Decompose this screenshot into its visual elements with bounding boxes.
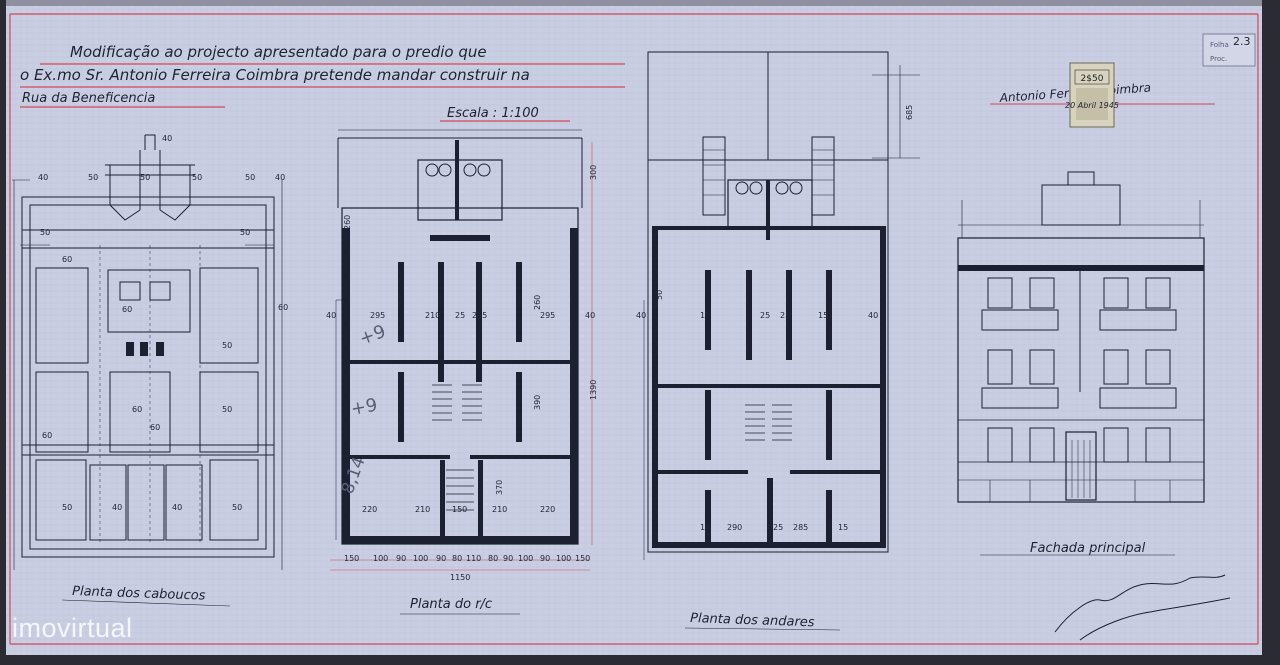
svg-text:25: 25 xyxy=(760,311,770,320)
stamp-value: 2$50 xyxy=(1081,74,1104,84)
svg-text:60: 60 xyxy=(42,431,52,440)
svg-text:40: 40 xyxy=(636,311,646,320)
svg-text:25: 25 xyxy=(780,311,790,320)
svg-text:260: 260 xyxy=(533,295,542,310)
svg-text:50: 50 xyxy=(40,228,50,237)
svg-text:40: 40 xyxy=(38,173,48,182)
svg-text:40: 40 xyxy=(162,134,172,143)
caption-upper-floors: Planta dos andares xyxy=(690,611,815,630)
svg-text:370: 370 xyxy=(495,480,504,495)
svg-text:100: 100 xyxy=(556,554,571,563)
svg-text:215: 215 xyxy=(472,311,487,320)
svg-text:50: 50 xyxy=(655,290,664,300)
stamp-date: 20 Abril 1945 xyxy=(1065,101,1119,110)
header-line-1: Modificação ao projecto apresentado para… xyxy=(70,43,487,61)
svg-text:60: 60 xyxy=(122,305,132,314)
svg-text:90: 90 xyxy=(396,554,406,563)
svg-text:1150: 1150 xyxy=(450,573,470,582)
svg-text:210: 210 xyxy=(425,311,440,320)
svg-text:300: 300 xyxy=(589,165,598,180)
svg-text:290: 290 xyxy=(727,523,742,532)
svg-text:25: 25 xyxy=(455,311,465,320)
svg-text:90: 90 xyxy=(436,554,446,563)
svg-text:15: 15 xyxy=(818,311,828,320)
svg-text:60: 60 xyxy=(150,423,160,432)
svg-text:15: 15 xyxy=(700,311,710,320)
main-facade: Fachada principal xyxy=(957,171,1205,556)
ground-floor-plan: 150 100 90 100 90 80 110 80 90 100 90 10… xyxy=(326,129,598,615)
svg-text:50: 50 xyxy=(88,173,98,182)
foundation-plan: 40 50 50 50 50 40 40 50 50 60 60 60 50 6… xyxy=(12,134,288,607)
sheet-number-box: Folha 2.3 Proc. xyxy=(1202,33,1256,67)
svg-text:50: 50 xyxy=(222,341,232,350)
svg-text:210: 210 xyxy=(492,505,507,514)
svg-text:40: 40 xyxy=(112,503,122,512)
svg-text:15: 15 xyxy=(838,523,848,532)
svg-text:60: 60 xyxy=(62,255,72,264)
svg-text:40: 40 xyxy=(326,311,336,320)
sheet-label: Folha xyxy=(1210,41,1229,49)
svg-text:60: 60 xyxy=(132,405,142,414)
header-line-2: o Ex.mo Sr. Antonio Ferreira Coimbra pre… xyxy=(20,66,530,84)
svg-text:25: 25 xyxy=(773,523,783,532)
svg-text:40: 40 xyxy=(275,173,285,182)
svg-text:50: 50 xyxy=(192,173,202,182)
svg-text:50: 50 xyxy=(222,405,232,414)
svg-text:90: 90 xyxy=(540,554,550,563)
svg-text:80: 80 xyxy=(452,554,462,563)
svg-text:90: 90 xyxy=(503,554,513,563)
svg-text:100: 100 xyxy=(413,554,428,563)
caption-ground-plan: Planta do r/c xyxy=(410,597,492,612)
svg-text:285: 285 xyxy=(793,523,808,532)
svg-text:110: 110 xyxy=(466,554,481,563)
svg-text:150: 150 xyxy=(452,505,467,514)
svg-text:50: 50 xyxy=(245,173,255,182)
svg-text:40: 40 xyxy=(172,503,182,512)
svg-text:50: 50 xyxy=(232,503,242,512)
caption-main-facade: Fachada principal xyxy=(1030,541,1146,556)
svg-text:220: 220 xyxy=(540,505,555,514)
svg-text:685: 685 xyxy=(905,105,914,120)
pencil-note-2: +9 xyxy=(349,395,379,420)
svg-text:50: 50 xyxy=(240,228,250,237)
svg-text:260: 260 xyxy=(343,215,352,230)
svg-text:295: 295 xyxy=(540,311,555,320)
sheet-sub: Proc. xyxy=(1210,55,1227,63)
architect-signature xyxy=(1054,574,1231,641)
svg-text:210: 210 xyxy=(415,505,430,514)
scale-label: Escala : 1:100 xyxy=(447,106,539,121)
svg-text:150: 150 xyxy=(575,554,590,563)
svg-text:50: 50 xyxy=(140,173,150,182)
svg-text:80: 80 xyxy=(488,554,498,563)
svg-text:50: 50 xyxy=(62,503,72,512)
upper-floors-plan: 685 15 290 25 285 15 40 40 15 15 25 25 5… xyxy=(636,51,920,630)
svg-text:150: 150 xyxy=(344,554,359,563)
watermark: imovirtual xyxy=(12,613,133,643)
svg-text:100: 100 xyxy=(373,554,388,563)
svg-text:40: 40 xyxy=(585,311,595,320)
svg-text:1390: 1390 xyxy=(589,380,598,400)
svg-text:100: 100 xyxy=(518,554,533,563)
svg-text:390: 390 xyxy=(533,395,542,410)
fiscal-stamp: 2$50 20 Abril 1945 xyxy=(1065,62,1119,128)
caption-foundation-plan: Planta dos caboucos xyxy=(72,584,206,604)
sheet-number: 2.3 xyxy=(1233,35,1251,48)
svg-text:295: 295 xyxy=(370,311,385,320)
header-line-3: Rua da Beneficencia xyxy=(22,91,155,106)
svg-text:15: 15 xyxy=(700,523,710,532)
svg-text:220: 220 xyxy=(362,505,377,514)
svg-text:60: 60 xyxy=(278,303,288,312)
svg-text:40: 40 xyxy=(868,311,878,320)
